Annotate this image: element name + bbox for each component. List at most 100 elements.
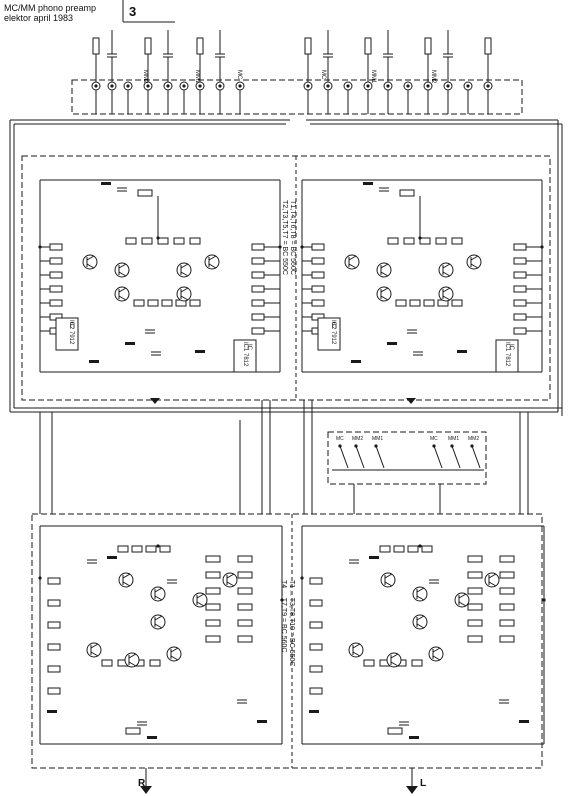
transistor-symbol — [150, 586, 166, 602]
resistor — [311, 285, 325, 293]
junction-dot — [418, 544, 422, 548]
resistor — [47, 577, 61, 585]
ground-symbol — [369, 556, 379, 559]
ic-label-text: IC1 7812 — [504, 342, 510, 367]
voltage-regulator-ic — [233, 339, 257, 373]
transistor-emitter — [180, 271, 189, 277]
resistor — [149, 659, 161, 667]
switch-label: MM1 — [448, 436, 459, 442]
junction-dot — [238, 84, 242, 88]
transistor-emitter — [154, 595, 163, 601]
transistor-collector — [196, 593, 205, 599]
input-resistor — [92, 37, 100, 55]
resistor — [513, 271, 527, 279]
junction-dot — [470, 444, 474, 448]
transistor-emitter — [128, 661, 137, 667]
ground-symbol — [147, 736, 157, 739]
resistor — [205, 555, 221, 563]
transistor-collector — [432, 647, 441, 653]
switch-blade — [433, 445, 443, 469]
junction-dot — [126, 84, 130, 88]
connector-label: MM2 — [142, 70, 148, 84]
ic-label: IC — [246, 344, 252, 351]
transistor-symbol — [150, 614, 166, 630]
transistor-collector — [90, 643, 99, 649]
ground-symbol — [125, 342, 135, 345]
resistor — [47, 643, 61, 651]
transistor-emitter — [416, 595, 425, 601]
resistor — [251, 257, 265, 265]
resistor — [467, 555, 483, 563]
resistor — [251, 271, 265, 279]
transistor-symbol — [176, 286, 192, 302]
transistor-symbol — [86, 642, 102, 658]
junction-dot — [486, 84, 490, 88]
resistor — [311, 299, 325, 307]
transistor-collector — [416, 615, 425, 621]
transistor-symbol — [222, 572, 238, 588]
ground-symbol — [257, 720, 267, 723]
resistor — [237, 555, 253, 563]
transistor-collector — [380, 263, 389, 269]
switch-blade — [355, 445, 365, 469]
transistor-emitter — [488, 581, 497, 587]
transistor-collector — [180, 287, 189, 293]
resistor — [117, 545, 129, 553]
resistor — [173, 237, 185, 245]
input-resistor — [484, 37, 492, 55]
transistor-emitter — [90, 651, 99, 657]
transistor-symbol — [348, 642, 364, 658]
transistor-symbol — [192, 592, 208, 608]
junction-dot — [406, 84, 410, 88]
transistor-symbol — [376, 262, 392, 278]
ground-symbol — [101, 182, 111, 185]
junction-dot — [326, 84, 330, 88]
transistor-symbol — [484, 572, 500, 588]
transistor-symbol — [412, 586, 428, 602]
transistor-collector — [352, 643, 361, 649]
transistor-symbol — [466, 254, 482, 270]
resistor — [251, 299, 265, 307]
voltage-regulator-ic — [55, 317, 79, 351]
resistor — [205, 635, 221, 643]
transistor-symbol — [412, 614, 428, 630]
title-line-2: elektor april 1983 — [4, 13, 74, 23]
ground-symbol — [195, 350, 205, 353]
junction-dot — [542, 598, 546, 602]
transistor-symbol — [428, 646, 444, 662]
ground-symbol — [351, 360, 361, 363]
transistor-collector — [390, 653, 399, 659]
transistor-symbol — [82, 254, 98, 270]
input-resistor — [196, 37, 204, 55]
resistor — [125, 727, 141, 735]
junction-dot — [446, 84, 450, 88]
transistor-collector — [154, 587, 163, 593]
input-resistor — [364, 37, 372, 55]
resistor — [157, 237, 169, 245]
resistor — [499, 619, 515, 627]
transistor-collector — [86, 255, 95, 261]
resistor — [309, 665, 323, 673]
resistor — [147, 299, 159, 307]
transistor-symbol — [438, 286, 454, 302]
transistor-emitter — [170, 655, 179, 661]
junction-dot — [450, 444, 454, 448]
transistor-emitter — [208, 263, 217, 269]
resistor — [467, 587, 483, 595]
transistor-symbol — [344, 254, 360, 270]
transistor-symbol — [454, 592, 470, 608]
connector-label: MM2 — [430, 70, 436, 84]
ground-symbol — [309, 710, 319, 713]
transistor-emitter — [380, 271, 389, 277]
ic-label-text: IC2 7912 — [68, 320, 74, 345]
resistor — [189, 237, 201, 245]
switch-blade — [339, 445, 349, 469]
switch-blade — [471, 445, 481, 469]
junction-dot — [166, 84, 170, 88]
transistor-collector — [128, 653, 137, 659]
transistor-symbol — [380, 572, 396, 588]
resistor — [411, 659, 423, 667]
resistor — [311, 257, 325, 265]
ic-label: IC — [330, 322, 336, 329]
transistor-emitter — [122, 581, 131, 587]
